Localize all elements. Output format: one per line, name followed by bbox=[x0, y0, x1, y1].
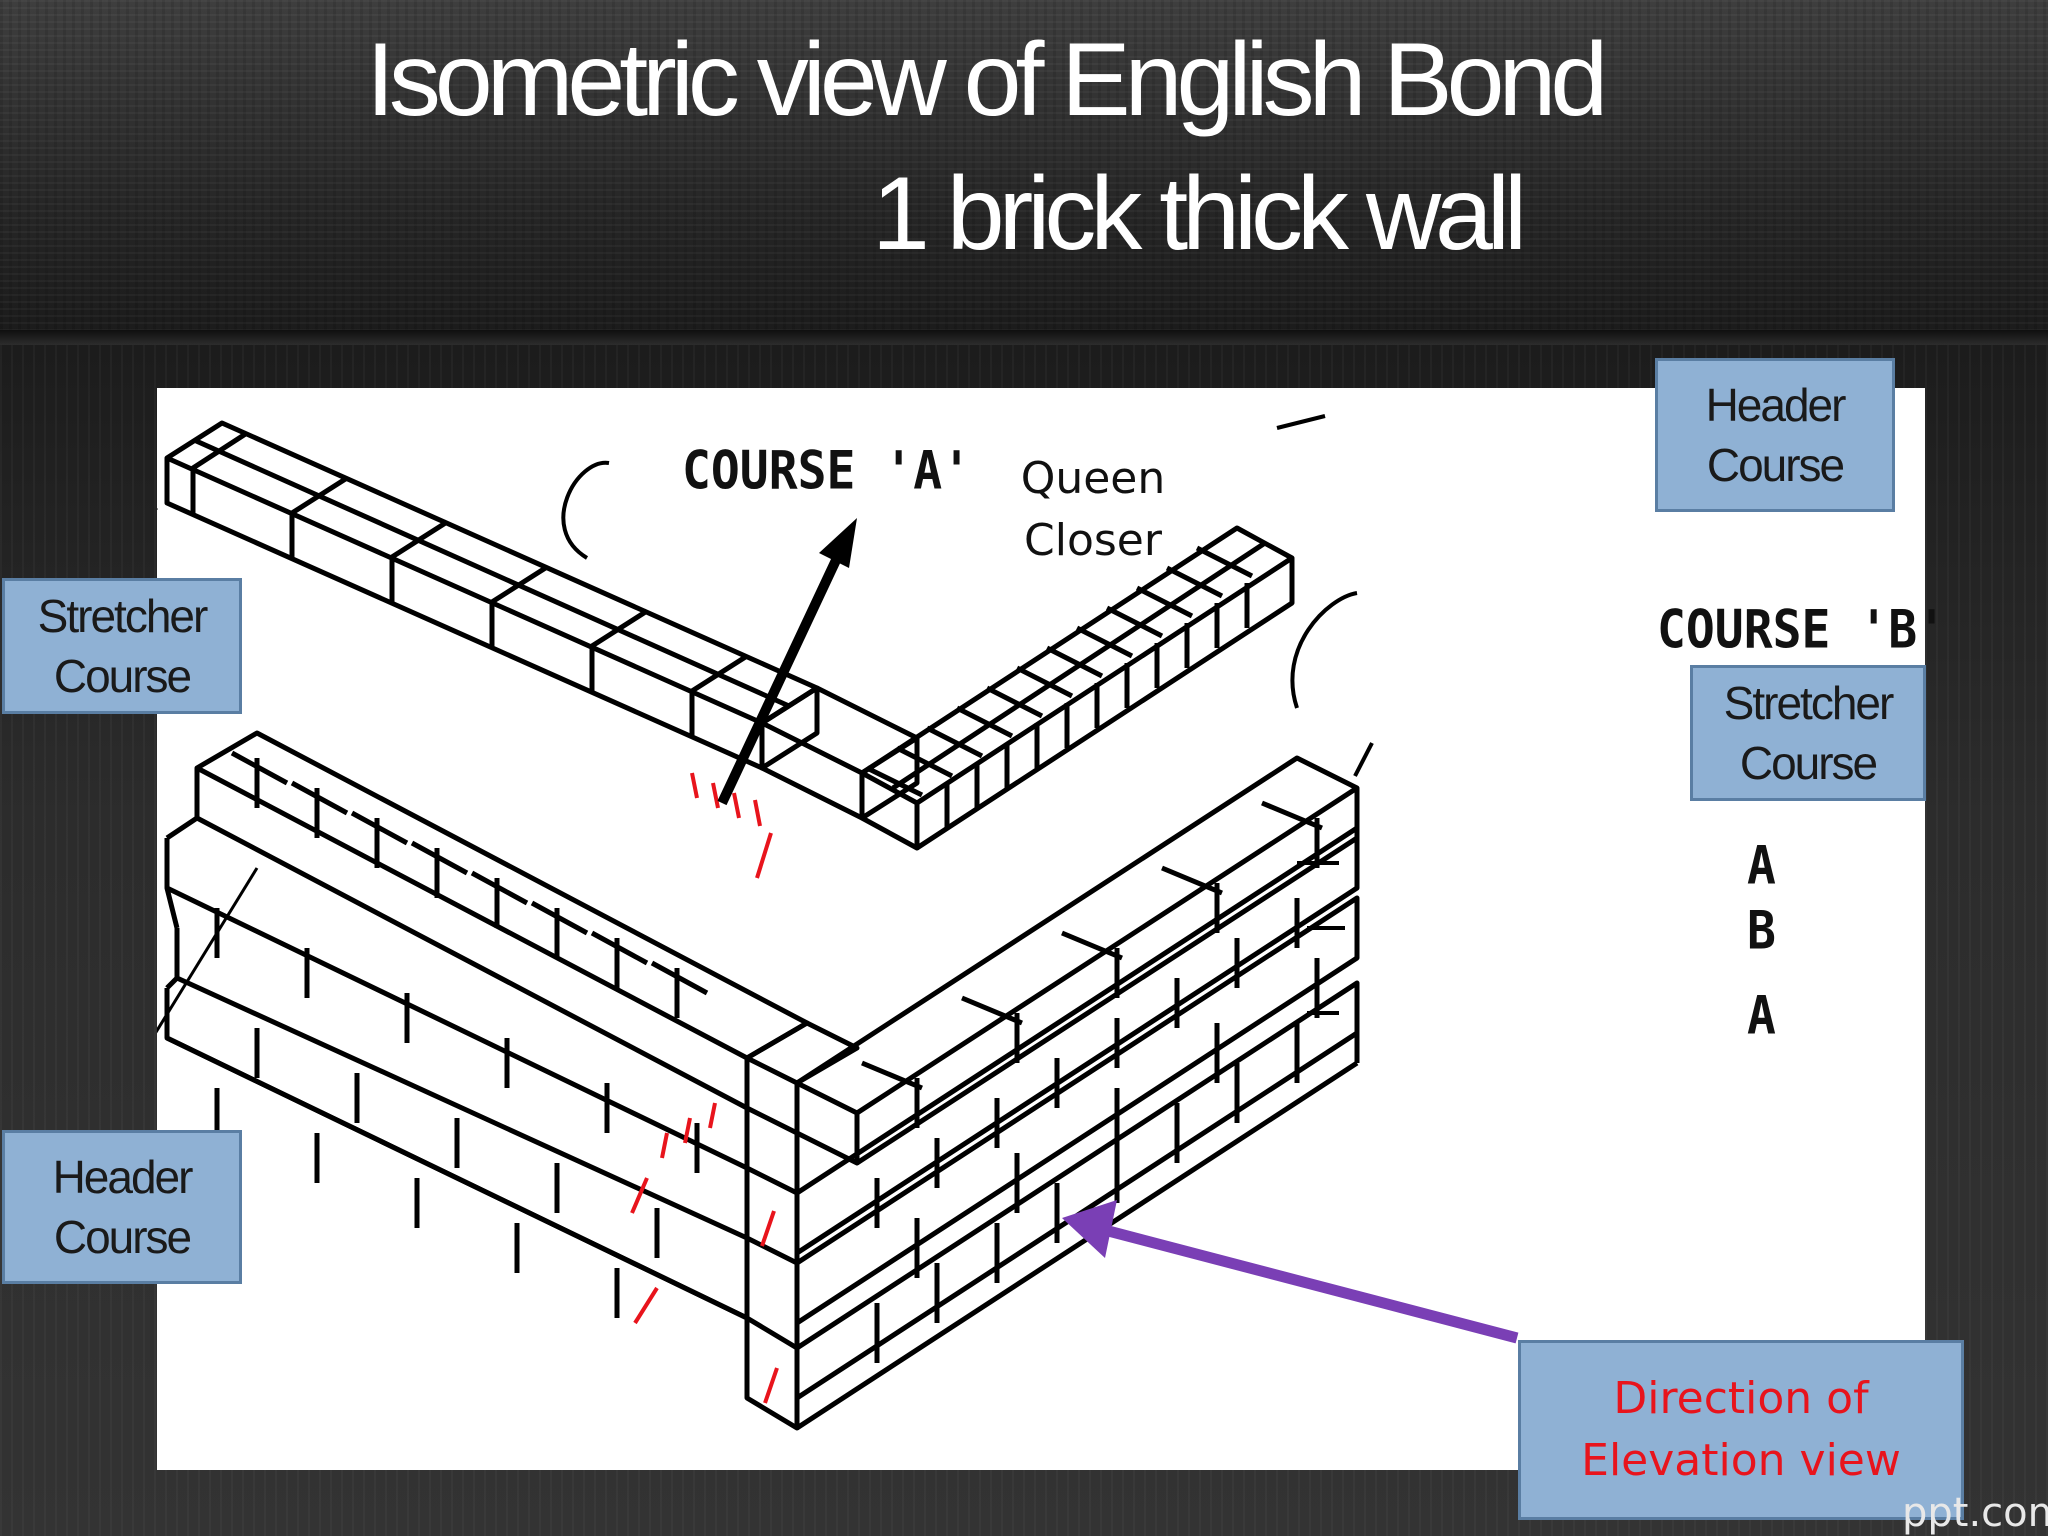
lower-wall-corner bbox=[744, 1020, 860, 1431]
header-left-arrow bbox=[157, 867, 259, 1034]
watermark: ppt.com bbox=[1902, 1490, 2048, 1536]
direction-of-elevation-callout: Direction of Elevation view bbox=[1518, 1340, 1964, 1520]
course-a-right-arm bbox=[859, 525, 1295, 851]
slide-background-top bbox=[0, 0, 2048, 345]
course-a-left-arm bbox=[164, 420, 820, 771]
slide-title-line-2: 1 brick thick wall bbox=[872, 156, 1527, 272]
header-right-leader bbox=[1276, 414, 1326, 430]
callout-arrows bbox=[157, 508, 259, 1034]
bond-diagram-canvas: COURSE 'A' COURSE 'B' Queen Closer A B A bbox=[157, 388, 1946, 1470]
marker-a-bottom: A bbox=[1747, 985, 1776, 1047]
queen-closer-arrow bbox=[717, 518, 857, 806]
english-bond-drawing bbox=[157, 414, 1519, 1431]
queen-closer-label: Queen Closer bbox=[1020, 453, 1166, 566]
marker-a-top: A bbox=[1747, 835, 1776, 897]
queen-closer-marks bbox=[630, 772, 779, 1404]
course-b-label: COURSE 'B' bbox=[1657, 599, 1946, 661]
course-a-leader bbox=[561, 460, 610, 560]
course-b-leader bbox=[1290, 591, 1358, 709]
slide-title-line-1: Isometric view of English Bond bbox=[366, 22, 1608, 138]
lower-wall-right-arm bbox=[794, 755, 1360, 1431]
marker-b: B bbox=[1747, 900, 1776, 962]
stretcher-course-callout-right: Stretcher Course bbox=[1690, 665, 1926, 801]
stretcher-right-leader bbox=[1353, 742, 1374, 777]
direction-arrow bbox=[1062, 1200, 1519, 1344]
header-course-callout-right: Header Course bbox=[1655, 358, 1895, 512]
stretcher-course-callout-left: Stretcher Course bbox=[2, 578, 242, 714]
course-a-label: COURSE 'A' bbox=[682, 440, 971, 502]
lower-wall-left-arm bbox=[164, 730, 810, 1321]
header-course-callout-left: Header Course bbox=[2, 1130, 242, 1284]
leader-lines bbox=[561, 414, 1374, 1015]
